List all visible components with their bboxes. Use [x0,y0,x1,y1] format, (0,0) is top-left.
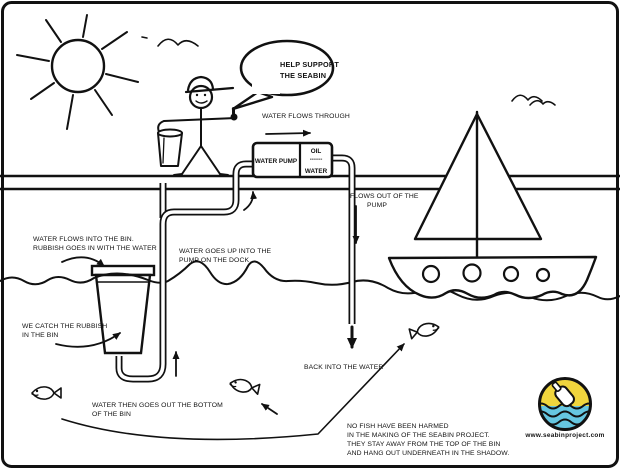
label-into-bin-2: RUBBISH GOES IN WITH THE WATER [33,245,157,252]
flow-arrow-to-fish-left [261,403,278,415]
oil-label: OIL [311,148,322,155]
water-label: WATER [305,168,328,175]
bucket-icon [157,120,183,167]
label-up-pump-1: WATER GOES UP INTO THE [179,248,271,255]
stick-figure [163,75,238,176]
wave-icon [540,410,590,418]
label-out-bottom-2: OF THE BIN [92,411,131,418]
label-flows-out-2: PUMP [367,202,387,209]
label-no-fish-1: NO FISH HAVE BEEN HARMED [347,423,449,430]
logo-url: www.seabinproject.com [524,432,604,439]
speech-bubble: HELP SUPPORT THE SEABIN [231,39,339,111]
bottle-icon [551,381,575,408]
label-no-fish-2: IN THE MAKING OF THE SEABIN PROJECT. [347,432,490,439]
label-flows-out-1: FLOWS OUT OF THE [350,193,419,200]
suction-pipe [115,160,253,383]
porthole-icon [502,265,520,283]
seabin-logo [538,377,592,431]
label-no-fish-4: AND HANG OUT UNDERNEATH IN THE SHADOW. [347,450,509,457]
flow-arrow-into-bin [61,256,105,267]
waterline [0,260,620,302]
flow-arrow-water-through [265,129,311,137]
flow-arrow-catch-rubbish [55,332,121,348]
flow-arrow-shadow-swoosh [61,343,405,441]
fish-icon [31,386,62,400]
porthole-icon [535,267,551,283]
bird-icon [511,94,556,106]
sun-icon [16,14,139,130]
label-out-bottom-1: WATER THEN GOES OUT THE BOTTOM [92,402,223,409]
sailboat [387,110,598,300]
bird-icon [141,36,199,47]
speech-line-1: HELP SUPPORT [280,60,339,69]
speech-line-2: THE SEABIN [280,71,326,80]
porthole-icon [421,264,441,284]
oil-water-divider: ------ [310,156,323,163]
label-catch-1: WE CATCH THE RUBBISH [22,323,107,330]
cap-brim [184,86,235,94]
label-into-bin-1: WATER FLOWS INTO THE BIN. [33,236,134,243]
water-pump-label: WATER PUMP [255,158,297,165]
fish-icon [408,322,440,340]
label-no-fish-3: THEY STAY AWAY FROM THE TOP OF THE BIN [347,441,500,448]
cap-icon [186,75,215,92]
discharge-pipe [332,154,356,324]
porthole-icon [462,263,482,283]
label-back-into-water: BACK INTO THE WATER [304,364,383,371]
label-up-pump-2: PUMP ON THE DOCK [179,257,249,264]
fish-icon [229,378,261,396]
water-pump-box: WATER PUMP OIL ------ WATER [251,141,334,179]
label-water-flows-through: WATER FLOWS THROUGH [262,113,350,120]
label-catch-2: IN THE BIN [22,332,58,339]
flow-arrow-up-into-pump [243,191,258,211]
hull [387,255,598,300]
